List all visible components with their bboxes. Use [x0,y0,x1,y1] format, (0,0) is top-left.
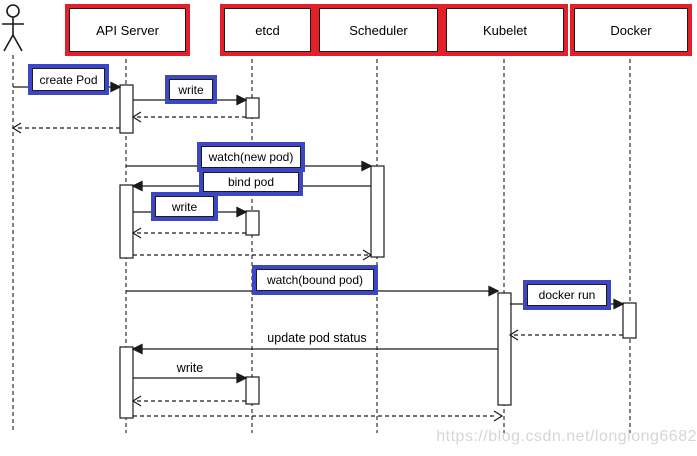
lifelines [12,52,631,433]
message-label-watch-new-pod: watch(new pod) [201,146,301,168]
message-label-update-pod-status: update pod status [262,330,372,346]
message-label-write-3: write [170,360,210,376]
participant-kubelet: Kubelet [446,8,564,52]
activation-api-server-3 [119,346,134,419]
watermark-text: https://blog.csdn.net/longlong6682 [436,428,697,445]
message-label-write-2: write [155,196,214,217]
message-label-watch-bound-pod: watch(bound pod) [256,269,374,291]
arrow-write-3 [133,372,248,384]
participant-etcd: etcd [224,8,311,52]
return-etcd-api-1 [131,111,246,123]
participant-docker: Docker [574,8,688,52]
participant-label: API Server [96,22,159,38]
activation-api-server-1 [119,84,134,134]
message-label-create-pod: create Pod [32,68,105,91]
return-api-kubelet [133,410,504,422]
activation-etcd-1 [245,97,260,119]
activation-etcd-3 [245,376,260,405]
return-etcd-api-3 [131,395,246,407]
activation-kubelet [497,292,512,406]
message-label-docker-run: docker run [527,284,607,306]
participant-scheduler: Scheduler [319,8,438,52]
activation-scheduler [370,165,385,258]
message-label-bind-pod: bind pod [203,172,299,192]
message-label-write-1: write [169,79,213,100]
participant-api-server: API Server [69,8,186,52]
actor-icon [2,4,24,52]
return-docker-kubelet [508,329,623,341]
activation-etcd-2 [245,210,260,236]
return-arrows [11,111,623,422]
activation-api-server-2 [119,184,134,259]
arrow-write-1 [133,94,248,106]
arrow-watch-bound-pod [126,285,500,297]
return-etcd-api-2 [131,227,246,239]
participant-label: Scheduler [349,22,408,38]
participant-label: Kubelet [482,22,528,38]
activation-docker [622,302,637,339]
return-api-actor [11,122,120,134]
participant-label: Docker [610,22,652,38]
participant-label: etcd [255,22,280,38]
return-api-scheduler [133,249,373,261]
arrow-update-pod-status [131,343,498,355]
